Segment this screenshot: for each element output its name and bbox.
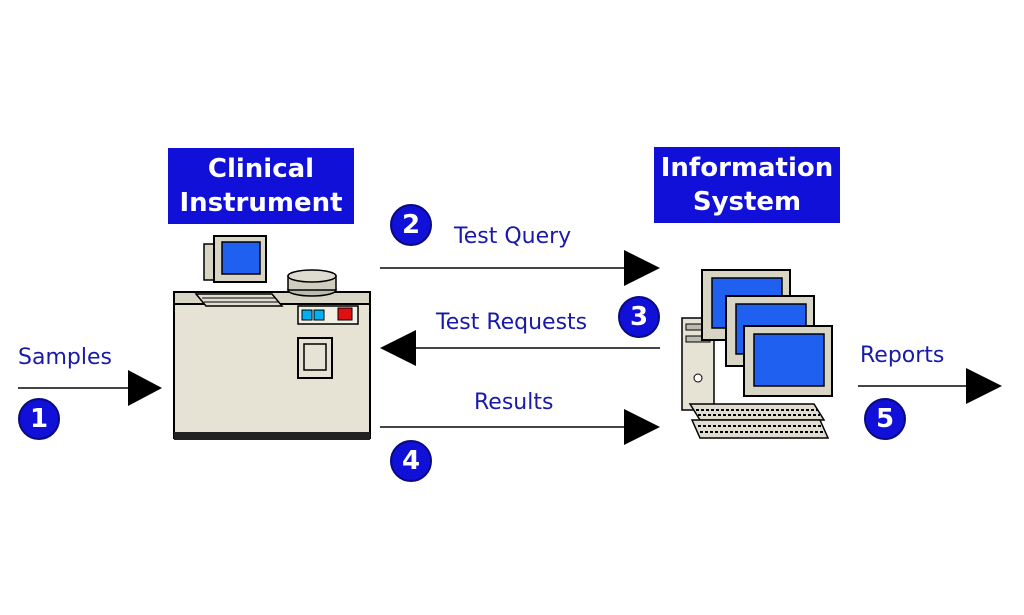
information-system-title-line1: Information <box>660 153 834 183</box>
samples-label: Samples <box>18 345 112 370</box>
information-system-title-line2: System <box>692 187 802 217</box>
test-requests-label: Test Requests <box>436 310 588 335</box>
step-2-badge: 2 <box>390 204 432 246</box>
step-3-badge: 3 <box>618 296 660 338</box>
clinical-instrument-icon <box>173 235 371 440</box>
reports-label: Reports <box>860 343 945 368</box>
step-5-badge: 5 <box>864 398 906 440</box>
step-4-badge: 4 <box>390 440 432 482</box>
information-system-icon <box>681 269 833 439</box>
clinical-instrument-title-line1: Clinical <box>207 154 315 184</box>
clinical-instrument-title-line2: Instrument <box>179 188 343 218</box>
test-query-arrowhead <box>624 250 660 286</box>
reports-arrowhead <box>966 368 1002 404</box>
information-system-title-box: Information System <box>654 147 840 223</box>
test-query-label: Test Query <box>454 224 572 249</box>
clinical-instrument-title-box: Clinical Instrument <box>168 148 354 224</box>
test-requests-arrowhead <box>380 330 416 366</box>
results-label: Results <box>474 390 554 415</box>
samples-arrowhead <box>128 370 162 406</box>
step-1-badge: 1 <box>18 398 60 440</box>
results-arrowhead <box>624 409 660 445</box>
